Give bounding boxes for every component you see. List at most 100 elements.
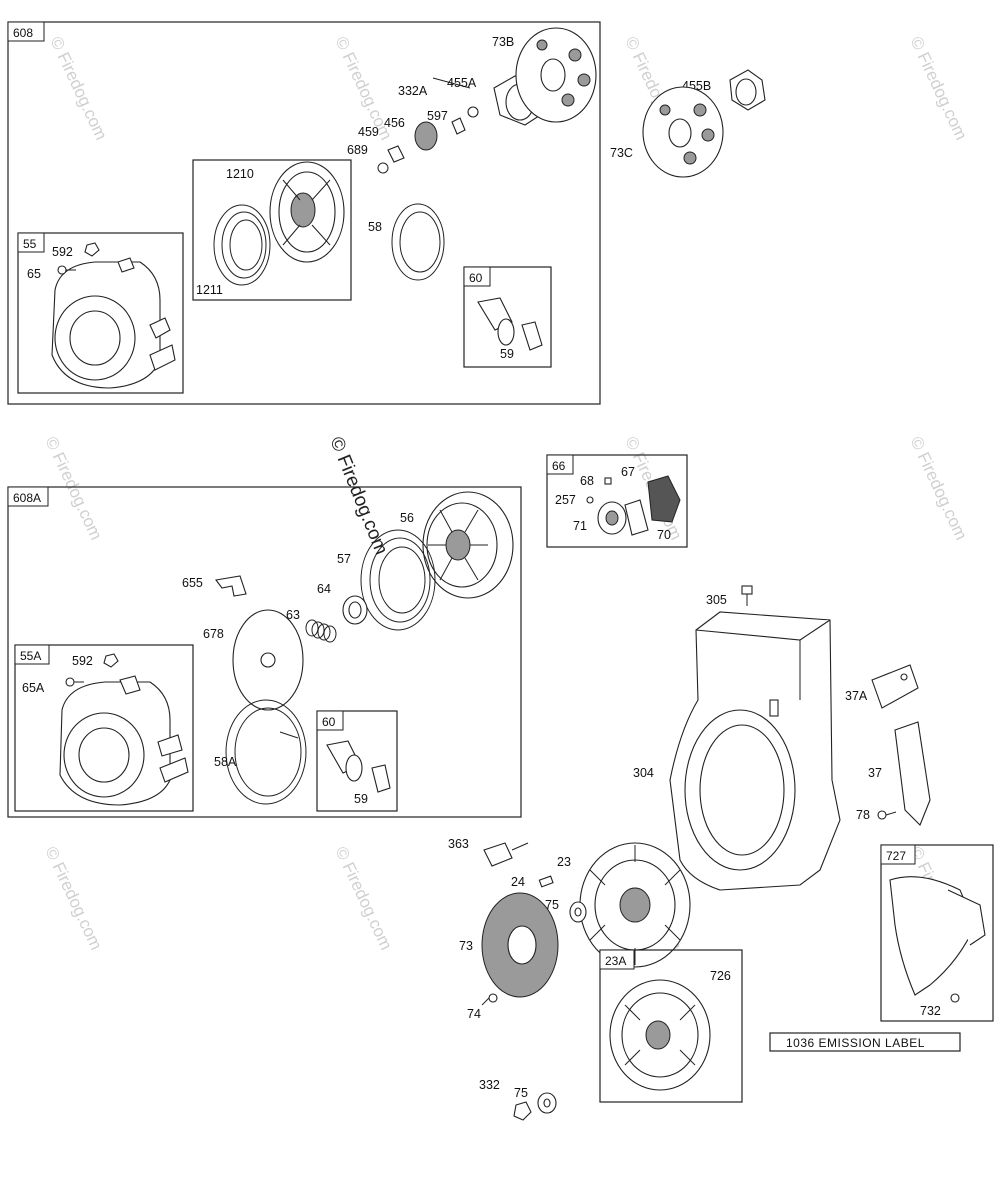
callout-label: 305 [706, 593, 727, 607]
callout-label: 732 [920, 1004, 941, 1018]
group-tag: 55A [20, 649, 41, 663]
callout-label: 257 [555, 493, 576, 507]
emission-label-text: 1036 EMISSION LABEL [786, 1036, 925, 1050]
callout-label: 74 [467, 1007, 481, 1021]
callout-label: 57 [337, 552, 351, 566]
callout-label: 58A [214, 755, 237, 769]
watermark: © Firedog.com [906, 434, 970, 543]
callout-label: 24 [511, 875, 525, 889]
washer-part [537, 1092, 557, 1114]
key-part [538, 875, 554, 888]
group-tag: 608A [13, 491, 41, 505]
group-tag: 60 [322, 715, 336, 729]
callout-label: 1210 [226, 167, 254, 181]
callout-label: 58 [368, 220, 382, 234]
screw-part [877, 810, 897, 820]
group-tag: 727 [886, 849, 906, 863]
callout-label: 655 [182, 576, 203, 590]
screw-part [65, 677, 84, 687]
rewind-spring-part [391, 203, 445, 281]
bolt-part [741, 585, 753, 606]
group-608a: 608A 56 57 64 [7, 486, 522, 818]
callout-label: 37 [868, 766, 882, 780]
callout-label: 68 [580, 474, 594, 488]
bracket-part [871, 664, 919, 709]
emission-label: 1036 EMISSION LABEL [769, 1032, 961, 1052]
plate-part [232, 609, 304, 711]
group-60-top: 60 59 [463, 266, 552, 368]
callout-label: 37A [845, 689, 868, 703]
screw-part [57, 265, 76, 275]
callout-label: 455A [447, 76, 477, 90]
callout-label: 363 [448, 837, 469, 851]
watermark: © Firedog.com [325, 434, 391, 558]
starter-cup-part [729, 69, 766, 111]
pulley-part [269, 161, 345, 263]
callout-label: 59 [354, 792, 368, 806]
starter-handle-part [477, 297, 543, 351]
watermark: © Firedog.com [41, 434, 105, 543]
group-60-bottom: 60 59 [316, 710, 398, 812]
callout-label: 64 [317, 582, 331, 596]
callout-label: 592 [52, 245, 73, 259]
callout-label: 332 [479, 1078, 500, 1092]
callout-label: 75 [514, 1086, 528, 1100]
screw-part [950, 993, 960, 1003]
flywheel-part [609, 979, 711, 1091]
watermark: © Firedog.com [41, 844, 105, 953]
callout-label: 56 [400, 511, 414, 525]
nut-part [84, 242, 100, 257]
watermark: © Firedog.com [906, 34, 970, 143]
callout-label: 592 [72, 654, 93, 668]
callout-label: 73B [492, 35, 514, 49]
callout-label: 65A [22, 681, 45, 695]
group-66: 66 68 67 257 71 70 [546, 454, 688, 548]
group-55a: 55A 592 65A [14, 644, 194, 812]
group-608: 608 55 592 65 [7, 21, 601, 405]
callout-label: 459 [358, 125, 379, 139]
clip-part [215, 575, 247, 597]
rewind-spring-part [225, 699, 307, 805]
callout-label: 67 [621, 465, 635, 479]
callout-label: 75 [545, 898, 559, 912]
nut-part [513, 1101, 532, 1121]
callout-label: 78 [856, 808, 870, 822]
blower-housing-part [669, 611, 841, 891]
screw-part [481, 993, 498, 1006]
pulley-part [422, 491, 514, 599]
group-727: 727 732 [880, 844, 994, 1022]
callout-label: 73 [459, 939, 473, 953]
callout-label: 678 [203, 627, 224, 641]
callout-label: 689 [347, 143, 368, 157]
callout-label: 63 [286, 608, 300, 622]
callout-label: 456 [384, 116, 405, 130]
starter-clutch-part [586, 475, 681, 536]
bracket-part [483, 842, 529, 867]
recoil-spring-part [213, 204, 271, 286]
flywheel-part [579, 842, 691, 968]
pawl-parts [377, 106, 479, 174]
guard-part [894, 721, 931, 826]
watermark: © Firedog.com [331, 844, 395, 953]
recoil-spring-part [360, 529, 436, 631]
nut-part [103, 653, 119, 668]
washer-part [569, 901, 587, 923]
group-1210: 1210 1211 [192, 159, 352, 301]
callout-label: 1211 [196, 283, 223, 297]
group-tag: 23A [605, 954, 626, 968]
callout-label: 332A [398, 84, 428, 98]
callout-label: 597 [427, 109, 448, 123]
callout-label: 726 [710, 969, 731, 983]
group-tag: 60 [469, 271, 483, 285]
group-23a: 23A 726 [599, 949, 743, 1103]
callout-label: 59 [500, 347, 514, 361]
group-55: 55 592 65 [17, 232, 184, 394]
deflector-part [889, 876, 986, 996]
watermark: © Firedog.com [46, 34, 110, 143]
callout-label: 23 [557, 855, 571, 869]
compression-spring-part [305, 619, 337, 643]
rotating-screen-part [515, 27, 597, 123]
starter-handle-part [326, 740, 391, 793]
group-tag: 55 [23, 237, 37, 251]
